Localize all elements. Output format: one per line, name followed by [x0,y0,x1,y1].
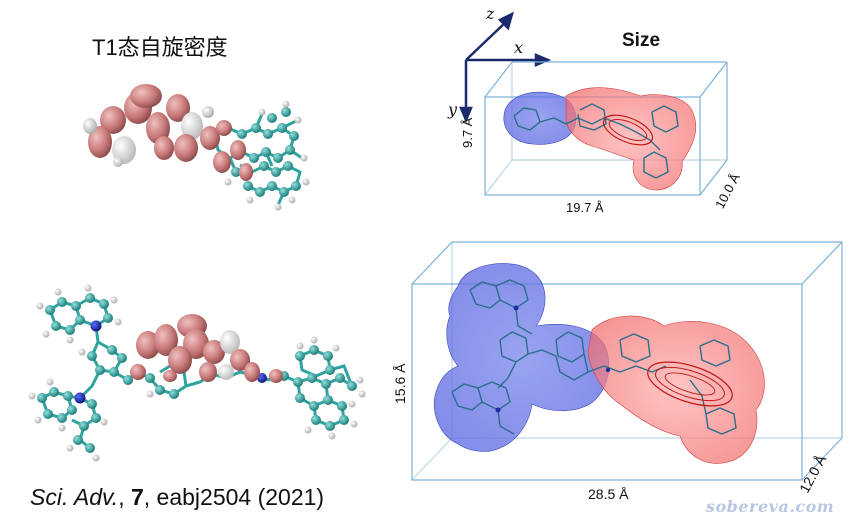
size-box-bottom [411,241,843,481]
fragment-surfaces-bottom [433,263,765,464]
size-title: Size [622,30,661,51]
y-axis-label: y [448,100,458,119]
t1-spin-density-molecule-top [83,84,310,211]
x-axis-label: x [514,38,524,57]
top-box-width-label: 19.7 Å [566,200,604,215]
citation-journal: Sci. Adv. [30,484,119,510]
citation: Sci. Adv., 7, eabj2504 (2021) [30,484,324,511]
citation-volume: 7 [130,484,144,510]
watermark: sobereva.com [706,497,835,516]
t1-spin-density-molecule-bottom [28,284,366,462]
coordinate-axes [459,11,552,124]
bottom-box-width-label: 28.5 Å [588,486,629,502]
citation-rest: , eabj2504 (2021) [143,484,325,510]
z-axis-label: z [486,4,495,23]
top-box-height-label: 9.7 Å [460,117,475,148]
fragment-surfaces-top [503,87,697,191]
citation-sep: , [118,484,131,510]
bottom-box-height-label: 15.6 Å [392,363,408,404]
spin-density-title: T1态自旋密度 [92,35,228,60]
